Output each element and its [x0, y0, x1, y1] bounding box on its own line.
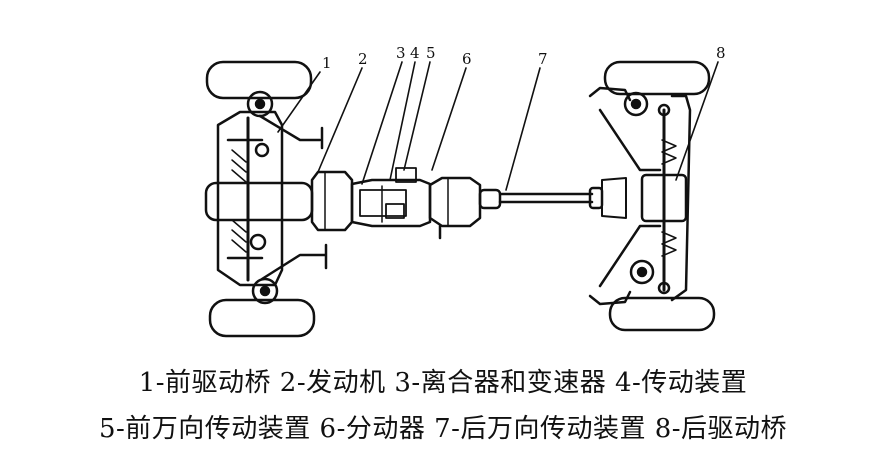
callout-6: 6	[462, 50, 472, 68]
callout-2: 2	[358, 50, 368, 68]
callout-leaders	[277, 61, 719, 191]
callout-3: 3	[396, 44, 406, 62]
transfer-case	[428, 176, 482, 240]
callout-7: 7	[538, 50, 548, 68]
rear-axle-assembly	[588, 60, 716, 332]
rear-left-wheel	[603, 60, 711, 96]
callout-4: 4	[410, 44, 420, 62]
callout-8: 8	[716, 44, 726, 62]
transmission	[350, 167, 432, 228]
rear-propeller-shaft	[478, 186, 604, 210]
legend-line-1: 1-前驱动桥 2-发动机 3-离合器和变速器 4-传动装置	[138, 368, 748, 398]
callout-1: 1	[322, 54, 332, 72]
callout-5: 5	[426, 44, 436, 62]
front-axle-assembly	[205, 60, 328, 338]
rear-right-wheel	[608, 296, 716, 332]
callout-numbers: 1 2 3 4 5 6 7 8	[322, 44, 726, 72]
chassis-diagram: 1 2 3 4 5 6 7 8	[204, 44, 726, 338]
engine	[204, 170, 354, 232]
front-left-wheel	[205, 60, 313, 100]
legend-line-2: 5-前万向传动装置 6-分动器 7-后万向传动装置 8-后驱动桥	[98, 414, 788, 444]
front-right-wheel	[208, 298, 316, 338]
